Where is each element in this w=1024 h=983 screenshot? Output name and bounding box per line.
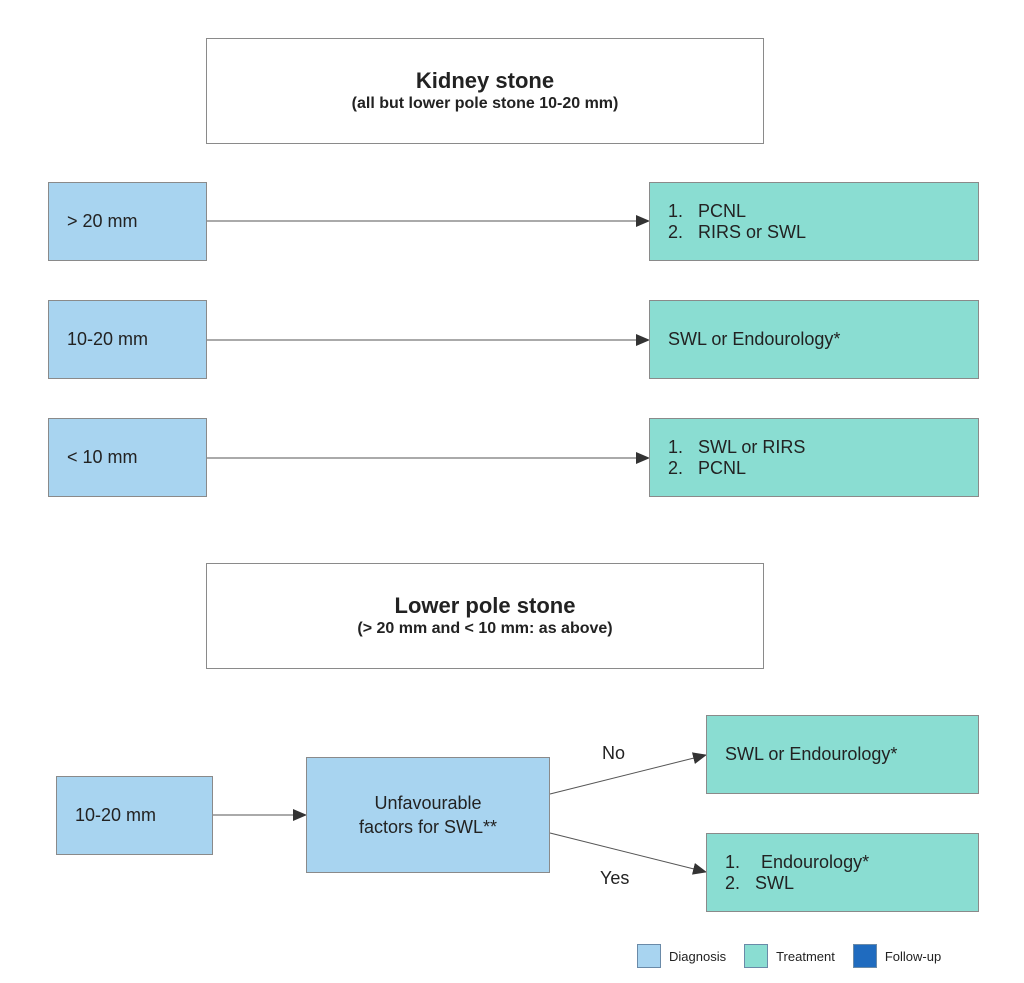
- legend-entry-diagnosis: Diagnosis: [637, 944, 726, 968]
- kidney-stone-title-box: Kidney stone (all but lower pole stone 1…: [206, 38, 764, 144]
- decision-text: Unfavourable factors for SWL**: [358, 793, 498, 837]
- legend-entry-followup: Follow-up: [852, 944, 942, 968]
- treatment-item: 2. PCNL: [668, 458, 978, 479]
- legend: Diagnosis Treatment Follow-up: [637, 944, 941, 968]
- lower-pole-subtitle: (> 20 mm and < 10 mm: as above): [357, 620, 613, 637]
- treatment-item: 1. SWL or RIRS: [668, 437, 978, 458]
- item-text: PCNL: [698, 200, 747, 221]
- size-label: > 20 mm: [67, 211, 138, 231]
- treatment-text: SWL or Endourology*: [725, 744, 898, 764]
- yes-treatment-box: 1. Endourology* 2. SWL: [706, 833, 979, 912]
- legend-swatch-followup: [852, 944, 877, 968]
- decision-box: Unfavourable factors for SWL**: [306, 757, 550, 873]
- arrow-decision-yes: [549, 832, 707, 875]
- treatment-text: SWL or Endourology*: [668, 329, 841, 349]
- item-text: Endourology*: [761, 851, 870, 872]
- treatment-box-10-20: SWL or Endourology*: [649, 300, 979, 379]
- size-box-10-20: 10-20 mm: [48, 300, 207, 379]
- treatment-item: 2. SWL: [725, 873, 978, 894]
- legend-label: Treatment: [776, 948, 835, 964]
- legend-entry-treatment: Treatment: [744, 944, 835, 968]
- item-number: 1.: [725, 851, 741, 872]
- size-box-lt10: < 10 mm: [48, 418, 207, 497]
- item-number: 2.: [725, 872, 741, 893]
- yes-label: Yes: [600, 868, 630, 888]
- item-number: 2.: [668, 221, 684, 242]
- lower-pole-title-box: Lower pole stone (> 20 mm and < 10 mm: a…: [206, 563, 764, 669]
- kidney-stone-title: Kidney stone: [415, 68, 555, 93]
- legend-swatch-diagnosis: [637, 944, 661, 968]
- size-label: < 10 mm: [67, 447, 138, 467]
- lower-pole-title: Lower pole stone: [394, 593, 576, 618]
- item-number: 1.: [668, 436, 684, 457]
- treatment-box-gt20: 1. PCNL 2. RIRS or SWL: [649, 182, 979, 261]
- treatment-item: 1. PCNL: [668, 201, 978, 222]
- kidney-stone-subtitle: (all but lower pole stone 10-20 mm): [351, 95, 619, 112]
- size-label: 10-20 mm: [75, 805, 157, 825]
- treatment-box-lt10: 1. SWL or RIRS 2. PCNL: [649, 418, 979, 497]
- legend-label: Follow-up: [884, 948, 942, 964]
- arrow-decision-no: [549, 752, 707, 795]
- item-number: 2.: [668, 457, 684, 478]
- legend-label: Diagnosis: [669, 948, 727, 964]
- item-text: SWL: [755, 872, 795, 893]
- treatment-item: 2. RIRS or SWL: [668, 222, 978, 243]
- no-label: No: [602, 743, 626, 763]
- item-text: PCNL: [698, 457, 747, 478]
- no-treatment-box: SWL or Endourology*: [706, 715, 979, 794]
- item-text: RIRS or SWL: [698, 221, 807, 242]
- legend-swatch-treatment: [744, 944, 769, 968]
- size-label: 10-20 mm: [67, 329, 149, 349]
- item-number: 1.: [668, 200, 684, 221]
- treatment-item: 1. Endourology*: [725, 852, 978, 873]
- item-text: SWL or RIRS: [698, 436, 806, 457]
- lower-pole-size-box: 10-20 mm: [56, 776, 213, 855]
- size-box-gt20: > 20 mm: [48, 182, 207, 261]
